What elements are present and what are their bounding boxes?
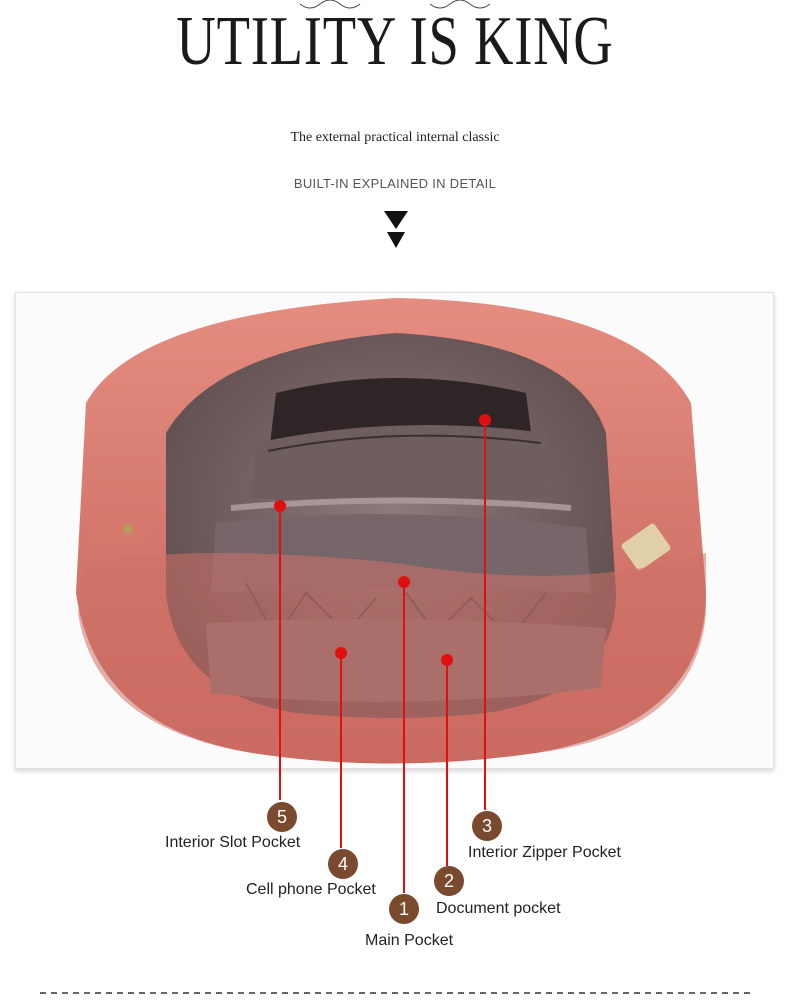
bag-interior-photo [15,292,774,769]
callout-badge-1: 1 [389,894,419,924]
bag-illustration [76,298,706,764]
callout-badge-2: 2 [434,866,464,896]
callout-badge-3: 3 [472,811,502,841]
callout-badge-5: 5 [267,802,297,832]
callout-label-interior-zipper: Interior Zipper Pocket [468,844,621,861]
divider [40,992,750,994]
callout-label-cell-phone: Cell phone Pocket [246,881,376,898]
callout-label-document: Document pocket [436,900,561,917]
page-title: UTILITY IS KING [176,3,614,80]
section-heading: BUILT-IN EXPLAINED IN DETAIL [293,176,497,191]
callout-label-main: Main Pocket [365,932,454,949]
double-down-arrow-icon [384,211,408,248]
callout-label-interior-slot: Interior Slot Pocket [165,834,301,851]
callout-badge-4: 4 [328,849,358,879]
top-ornament [299,0,491,9]
subtitle: The external practical internal classic [290,130,500,145]
